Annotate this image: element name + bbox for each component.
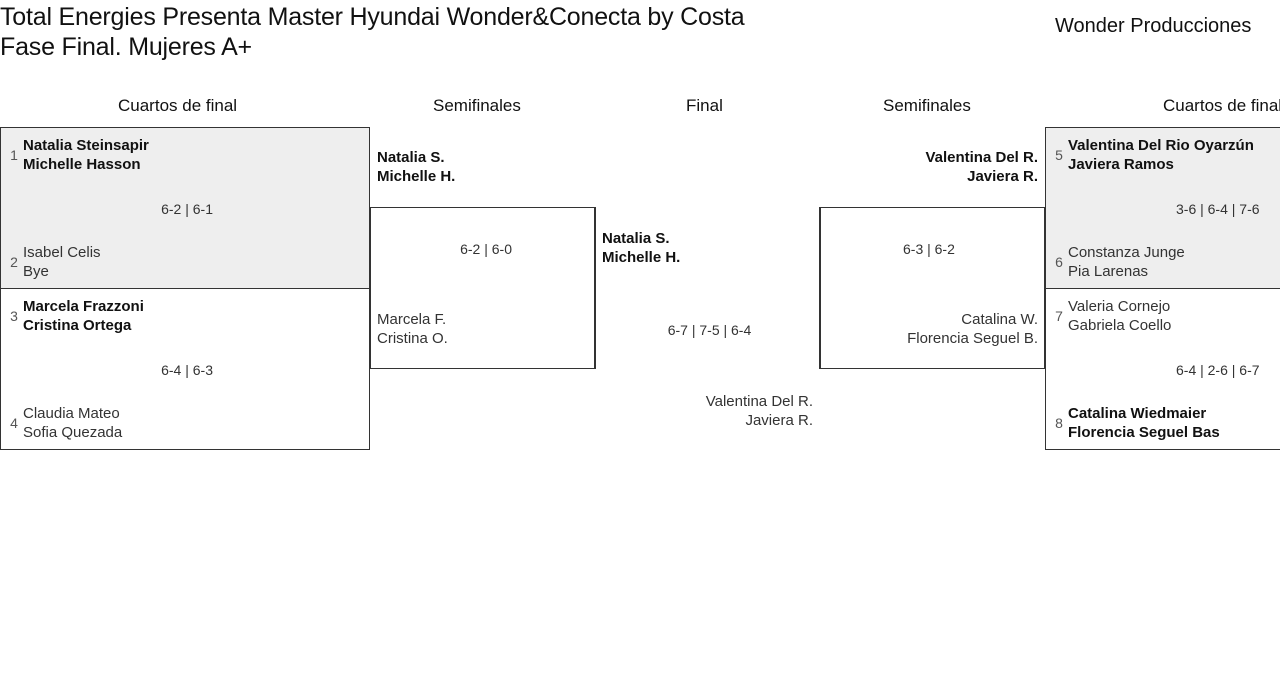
team-names: Valentina Del Rio Oyarzún Javiera Ramos [1068,137,1254,173]
team-names: Valentina Del R. Javiera R. [705,393,813,429]
seed-number: 4 [10,414,18,431]
team-slot-seed-1[interactable]: 1 Natalia Steinsapir Michelle Hasson [5,136,345,174]
match-score-quarterfinal-4: 6-4 | 2-6 | 6-7 [1176,362,1260,378]
team-slot-seed-3[interactable]: 3 Marcela Frazzoni Cristina Ortega [5,297,345,335]
seed-number: 5 [1055,146,1063,163]
match-score-semifinal-right: 6-3 | 6-2 [903,241,955,257]
team-slot-seed-4[interactable]: 4 Claudia Mateo Sofia Quezada [5,404,345,442]
seed-number: 6 [1055,253,1063,270]
team-names: Marcela F. Cristina O. [377,311,448,347]
team-names: Claudia Mateo Sofia Quezada [23,405,123,441]
page-header: Total Energies Presenta Master Hyundai W… [0,0,1280,88]
team-names: Natalia S. Michelle H. [602,230,681,266]
seed-number: 3 [10,307,18,324]
team-slot-seed-6[interactable]: 6 Constanza Junge Pia Larenas [1050,243,1280,281]
match-score-quarterfinal-2: 6-4 | 6-3 [161,362,213,378]
seed-number: 1 [10,146,18,163]
team-slot-seed-8[interactable]: 8 Catalina Wiedmaier Florencia Seguel Ba… [1050,404,1280,442]
seed-number: 2 [10,253,18,270]
round-heading-final: Final [686,96,723,115]
team-names: Natalia Steinsapir Michelle Hasson [23,137,149,173]
seed-number: 7 [1055,307,1063,324]
team-names: Natalia S. Michelle H. [377,149,456,185]
match-score-final: 6-7 | 7-5 | 6-4 [667,322,752,338]
team-names: Isabel Celis Bye [23,244,101,280]
match-box-semifinal-left[interactable] [370,207,595,369]
team-names: Constanza Junge Pia Larenas [1068,244,1185,280]
round-heading-semifinals-right: Semifinales [883,96,971,115]
match-box-quarterfinal-4[interactable]: 7 Valeria Cornejo Gabriela Coello 6-4 | … [1045,288,1280,450]
team-slot-seed-5[interactable]: 5 Valentina Del Rio Oyarzún Javiera Ramo… [1050,136,1280,174]
match-box-quarterfinal-2[interactable]: 3 Marcela Frazzoni Cristina Ortega 6-4 |… [0,288,370,450]
team-slot-seed-2[interactable]: 2 Isabel Celis Bye [5,243,345,281]
seed-number: 8 [1055,414,1063,431]
team-names: Valentina Del R. Javiera R. [925,149,1038,185]
team-slot-semifinal-left-bottom[interactable]: Marcela F. Cristina O. [377,310,592,348]
match-score-quarterfinal-3: 3-6 | 6-4 | 7-6 [1176,201,1260,217]
match-box-final[interactable] [595,207,820,369]
team-names: Valeria Cornejo Gabriela Coello [1068,298,1172,334]
match-box-semifinal-right[interactable] [820,207,1045,369]
match-box-quarterfinal-1[interactable]: 1 Natalia Steinsapir Michelle Hasson 6-2… [0,127,370,289]
team-names: Catalina Wiedmaier Florencia Seguel Bas [1068,405,1220,441]
match-score-quarterfinal-1: 6-2 | 6-1 [161,201,213,217]
round-heading-quarterfinals-right: Cuartos de final [1163,96,1280,115]
brand-label: Wonder Producciones [1055,15,1252,37]
match-box-quarterfinal-3[interactable]: 5 Valentina Del Rio Oyarzún Javiera Ramo… [1045,127,1280,289]
round-heading-quarterfinals-left: Cuartos de final [118,96,238,115]
team-slot-final-top[interactable]: Natalia S. Michelle H. [602,229,817,267]
team-slot-final-bottom[interactable]: Valentina Del R. Javiera R. [602,392,813,430]
round-heading-semifinals-left: Semifinales [433,96,521,115]
page-title: Total Energies Presenta Master Hyundai W… [0,3,745,61]
team-names: Marcela Frazzoni Cristina Ortega [23,298,144,334]
team-slot-seed-7[interactable]: 7 Valeria Cornejo Gabriela Coello [1050,297,1280,335]
match-score-semifinal-left: 6-2 | 6-0 [460,241,512,257]
team-slot-semifinal-right-bottom[interactable]: Catalina W. Florencia Seguel B. [823,310,1038,348]
team-slot-semifinal-right-top[interactable]: Valentina Del R. Javiera R. [823,148,1038,186]
team-names: Catalina W. Florencia Seguel B. [907,311,1038,347]
team-slot-semifinal-left-top[interactable]: Natalia S. Michelle H. [377,148,592,186]
